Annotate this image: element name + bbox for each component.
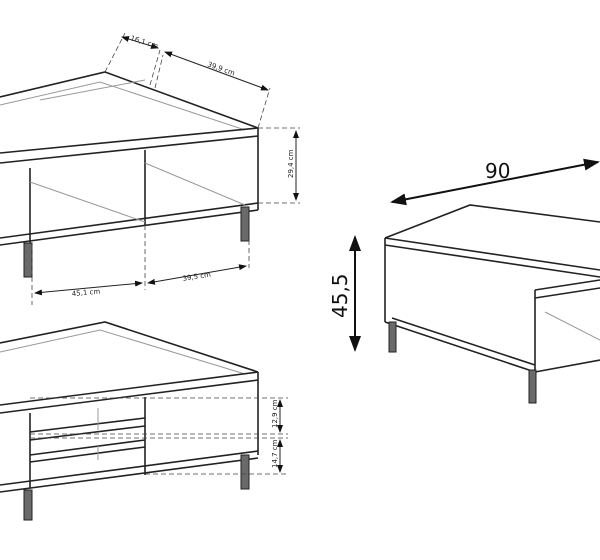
dim-39-9: 39,9 cm (206, 60, 236, 77)
leg (23, 489, 33, 521)
dim-45-1: 45,1 cm (71, 288, 100, 298)
dim-16-1: 16,1 cm (129, 34, 159, 50)
leg (240, 206, 250, 242)
leg (388, 321, 397, 353)
dim-39-5: 39,5 cm (182, 271, 212, 283)
dim-14-7: 14,7 cm (271, 439, 279, 468)
table-view-overall: 90 45,5 (328, 158, 600, 404)
leg (528, 369, 537, 404)
dim-12-9: 12,9 cm (271, 399, 279, 428)
leg (23, 242, 33, 278)
dim-29-4: 29,4 cm (287, 149, 295, 178)
dim-height-45-5: 45,5 (328, 273, 352, 318)
dim-width-90: 90 (485, 159, 510, 183)
table-view-lower: 12,9 cm 14,7 cm (0, 321, 288, 521)
table-view-upper: 16,1 cm 39,9 cm 29,4 cm 45,1 cm 39,5 cm (0, 32, 300, 305)
leg (240, 454, 250, 490)
